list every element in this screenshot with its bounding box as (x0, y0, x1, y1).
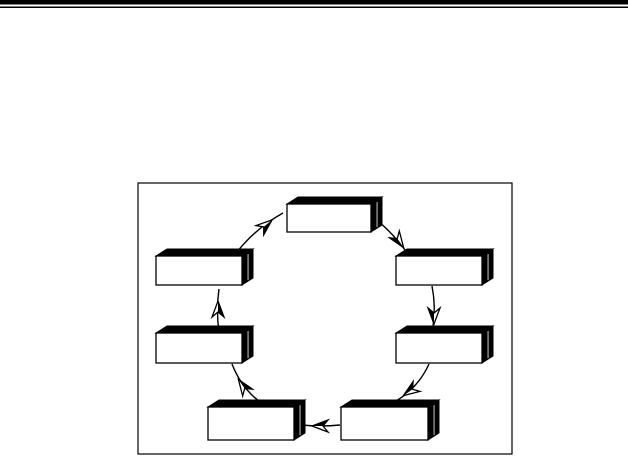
arc-right-lower-to-bottom-right (395, 363, 430, 402)
header-rule-thin (0, 6, 628, 8)
box-left-upper-side-face (241, 248, 254, 286)
box-bottom-left-side-face (293, 399, 306, 441)
box-bottom-left (206, 399, 307, 441)
box-right-upper-front-face (395, 255, 483, 286)
box-left-lower-top-face (154, 325, 255, 334)
box-bottom-right-side-face (427, 399, 440, 441)
box-left-lower-front-face (155, 332, 243, 364)
cycle-arrowheads (210, 218, 442, 434)
arrowhead-6 (210, 299, 226, 320)
box-top (285, 196, 384, 233)
box-left-upper-front-face (155, 255, 243, 286)
arrowhead-3 (401, 379, 423, 397)
box-right-upper (394, 248, 495, 286)
box-bottom-left-top-face (206, 399, 307, 408)
header-rule-thick (0, 0, 628, 5)
header-double-rule (0, 0, 628, 8)
arrowhead-7 (253, 218, 274, 238)
box-bottom-right-front-face (340, 406, 429, 441)
box-right-lower-side-face (481, 325, 494, 364)
box-right-lower-front-face (395, 332, 483, 364)
box-bottom-right-top-face (339, 399, 441, 408)
arrowhead-2 (426, 305, 442, 326)
box-bottom-left-front-face (207, 406, 295, 441)
box-left-upper-top-face (154, 248, 255, 257)
arc-left-upper-to-top (236, 212, 284, 253)
box-right-upper-side-face (481, 248, 494, 286)
arrowhead-4 (310, 418, 331, 434)
box-left-upper (154, 248, 255, 286)
box-top-top-face (285, 196, 384, 205)
box-bottom-right (339, 399, 441, 441)
arrowhead-5 (237, 377, 255, 399)
cycle-boxes (154, 196, 495, 441)
box-top-front-face (286, 203, 372, 233)
box-right-lower (394, 325, 495, 364)
arrowhead-1 (387, 228, 405, 250)
box-right-lower-top-face (394, 325, 495, 334)
box-right-upper-top-face (394, 248, 495, 257)
box-left-lower (154, 325, 255, 364)
box-left-lower-side-face (241, 325, 254, 364)
